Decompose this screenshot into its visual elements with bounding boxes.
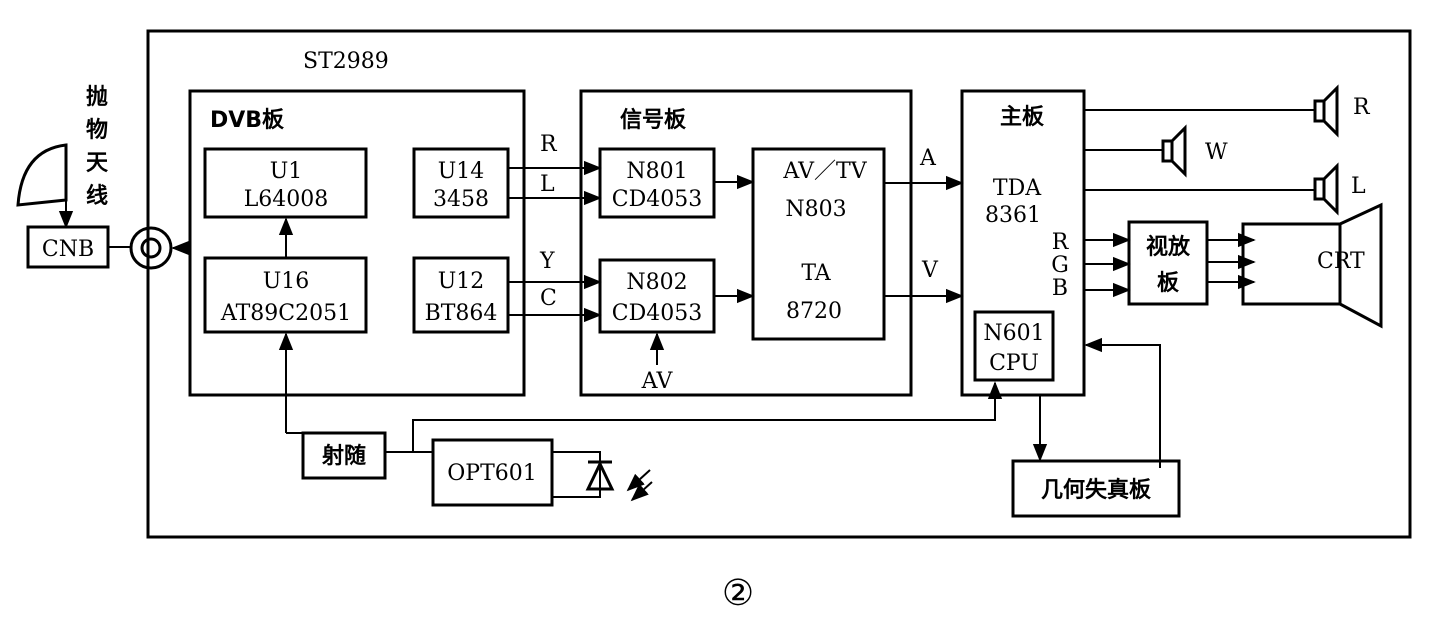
u1-block bbox=[203, 147, 368, 219]
outer-frame bbox=[146, 29, 1412, 539]
crt-tube-icon bbox=[1241, 202, 1383, 329]
wire-label-r: R bbox=[540, 132, 558, 157]
rgb-label-r: R bbox=[1052, 230, 1070, 255]
coax-connector-icon bbox=[129, 226, 173, 270]
n803-line3: TA bbox=[801, 261, 831, 286]
wire-label-c: C bbox=[540, 286, 557, 311]
main-board bbox=[960, 89, 1086, 397]
n803-line4: 8720 bbox=[786, 299, 842, 324]
antenna-label-char-3: 天 bbox=[86, 151, 109, 176]
opt601-block bbox=[431, 438, 554, 507]
speaker-w-label: W bbox=[1205, 140, 1228, 165]
figure-number: ② bbox=[722, 573, 754, 614]
speaker-r-icon bbox=[1313, 84, 1339, 138]
av-input-label: AV bbox=[641, 369, 674, 394]
wire-label-a: A bbox=[919, 146, 937, 171]
video-amp-line2: 板 bbox=[1157, 271, 1180, 296]
u12-name: U12 bbox=[438, 269, 485, 294]
main-board-title: 主板 bbox=[1000, 105, 1045, 130]
dvb-board bbox=[188, 89, 526, 397]
wire-label-l: L bbox=[540, 172, 555, 197]
dvb-board-title: DVB板 bbox=[210, 108, 285, 133]
speaker-r-label: R bbox=[1353, 95, 1371, 120]
cpu-block bbox=[973, 310, 1055, 382]
tda-line1: TDA bbox=[993, 176, 1042, 201]
n801-name: N801 bbox=[626, 159, 687, 184]
antenna-label-char-1: 抛 bbox=[86, 84, 108, 110]
u14-block bbox=[412, 147, 510, 219]
rgb-label-b: B bbox=[1052, 276, 1068, 301]
geometry-board-label: 几何失真板 bbox=[1041, 477, 1152, 503]
u12-part: BT864 bbox=[425, 301, 498, 326]
u16-name: U16 bbox=[263, 269, 310, 294]
photodiode-icon bbox=[552, 451, 653, 502]
speaker-l-icon bbox=[1313, 162, 1339, 216]
dish-antenna-icon bbox=[16, 143, 74, 229]
rgb-label-g: G bbox=[1051, 253, 1069, 278]
wire-label-v: V bbox=[921, 258, 939, 283]
signal-board bbox=[579, 89, 913, 397]
u14-name: U14 bbox=[438, 159, 485, 184]
u1-name: U1 bbox=[270, 159, 303, 184]
speaker-w-icon bbox=[1161, 124, 1187, 178]
u12-block bbox=[412, 256, 510, 334]
emitter-follower-label: 射随 bbox=[321, 443, 366, 469]
u16-part: AT89C2051 bbox=[220, 301, 351, 326]
u1-part: L64008 bbox=[244, 187, 329, 212]
antenna-label-char-2: 物 bbox=[86, 117, 108, 143]
outer-title: ST2989 bbox=[303, 49, 389, 74]
geometry-board bbox=[1011, 459, 1181, 518]
signal-board-title: 信号板 bbox=[620, 107, 687, 133]
n803-line1: AV／TV bbox=[782, 159, 867, 184]
cnb-label: CNB bbox=[42, 237, 94, 262]
n802-part: CD4053 bbox=[612, 301, 702, 326]
wire-label-y: Y bbox=[539, 249, 555, 274]
n802-name: N802 bbox=[626, 270, 687, 295]
tda-line2: 8361 bbox=[985, 203, 1041, 228]
u16-block bbox=[203, 256, 368, 334]
opt601-label: OPT601 bbox=[447, 461, 537, 486]
video-amp-line1: 视放 bbox=[1146, 234, 1191, 260]
crt-label: CRT bbox=[1317, 249, 1365, 274]
n801-part: CD4053 bbox=[612, 187, 702, 212]
antenna-label-char-4: 线 bbox=[86, 183, 108, 209]
speaker-l-label: L bbox=[1351, 174, 1366, 199]
u14-part: 3458 bbox=[433, 187, 489, 212]
n803-line2: N803 bbox=[785, 197, 846, 222]
cpu-name: N601 bbox=[983, 321, 1044, 346]
cpu-part: CPU bbox=[989, 351, 1039, 376]
emitter-follower-block bbox=[301, 431, 387, 480]
n803-block bbox=[751, 147, 886, 341]
